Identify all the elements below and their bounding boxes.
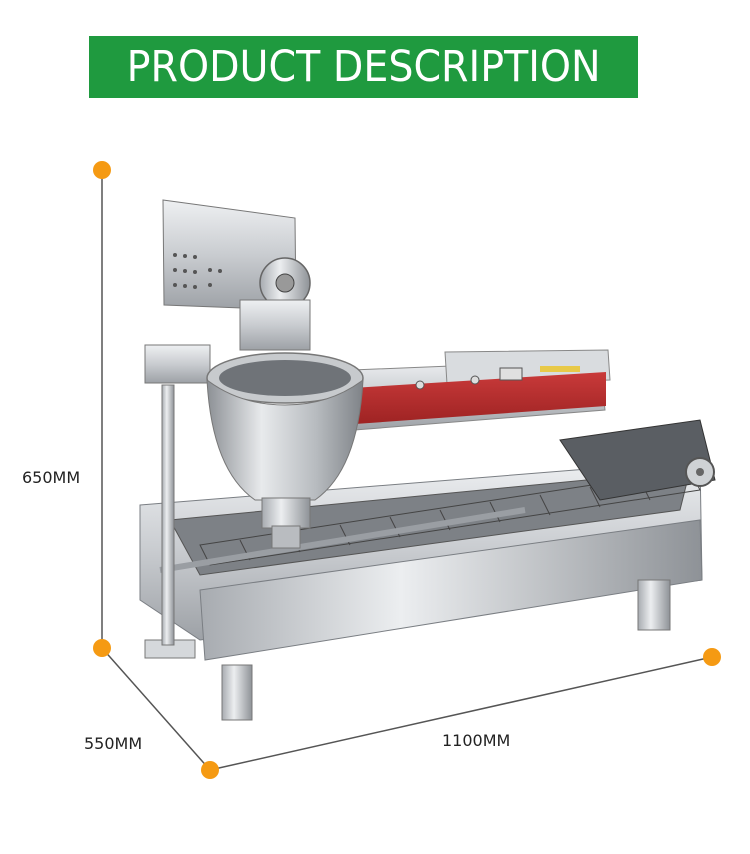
height-top-marker [93, 161, 111, 179]
depth-dimension-line [101, 647, 211, 771]
width-dimension-line [209, 656, 713, 771]
width-right-marker [703, 648, 721, 666]
depth-front-marker [201, 761, 219, 779]
dimension-markers [93, 161, 721, 779]
width-label: 1100MM [442, 731, 511, 750]
page-title: PRODUCT DESCRIPTION [126, 42, 601, 92]
title-banner: PRODUCT DESCRIPTION [89, 36, 638, 98]
height-label: 650MM [22, 468, 81, 487]
donut-machine [139, 199, 716, 721]
batter-hopper [206, 378, 364, 501]
depth-label: 550MM [84, 734, 143, 753]
height-bottom-marker [93, 639, 111, 657]
dimension-lines [101, 170, 713, 771]
